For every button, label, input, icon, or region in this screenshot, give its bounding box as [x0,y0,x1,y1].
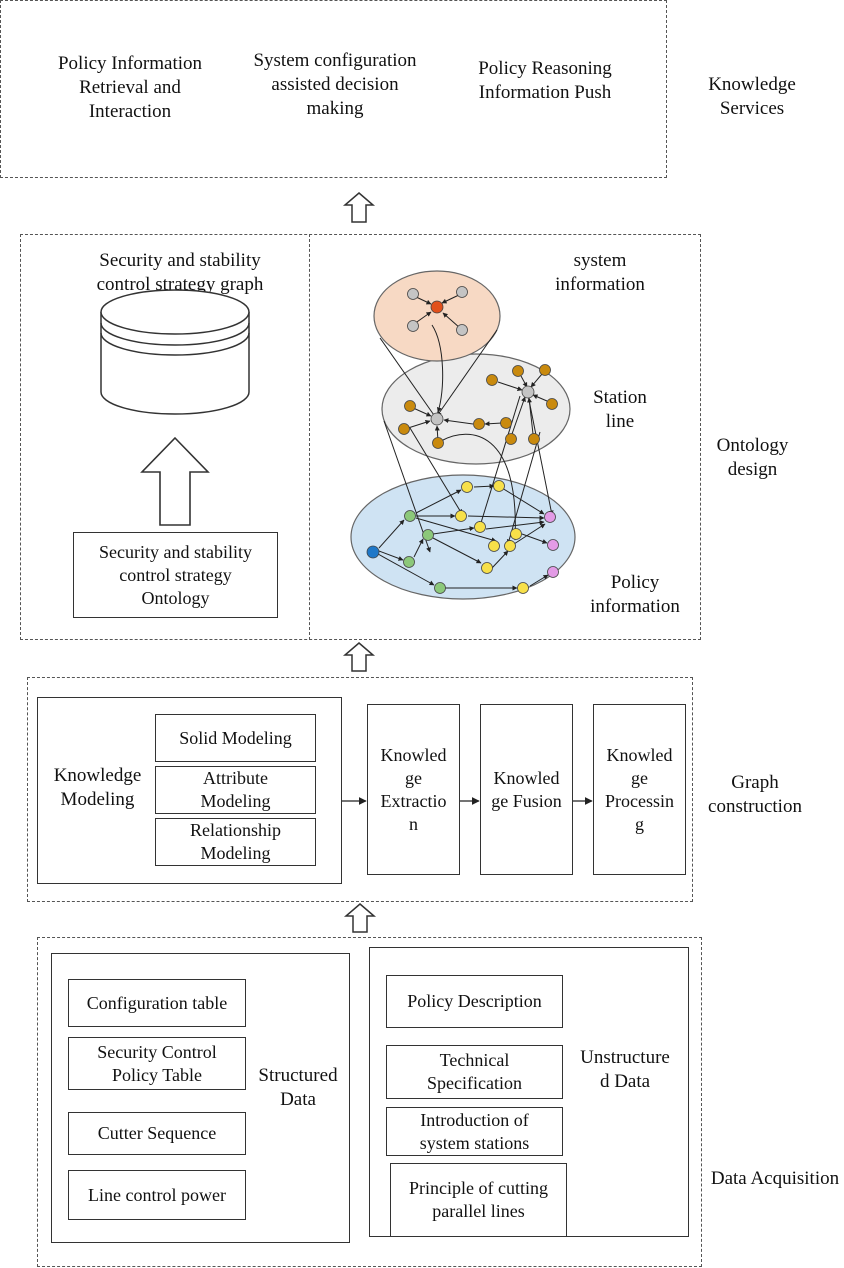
station-line-label: Station line [593,387,647,432]
service-item-policy-retrieval: Policy Information Retrieval and Interac… [57,53,203,122]
graph-title: Security and stability control strategy … [96,250,264,295]
ontology-design-label: Ontology design [716,435,789,480]
up-arrow-icon [343,903,377,933]
station-ellipse [381,353,571,465]
cutter-sequence-box: Cutter Sequence [68,1112,246,1155]
line-control-power-box: Line control power [68,1170,246,1220]
security-control-policy-table-box: Security Control Policy Table [68,1037,246,1090]
knowledge-services-layer [0,0,667,178]
up-arrow-icon [342,192,376,223]
ontology-divider [309,234,310,640]
graph-construction-label: Graph construction [708,772,802,817]
ontology-box: Security and stability control strategy … [73,532,278,618]
ontology-design-layer [20,234,701,640]
knowledge-fusion-box: Knowled ge Fusion [480,704,573,875]
service-item-config-decision: System configuration assisted decision m… [253,50,417,119]
big-up-arrow-icon [140,436,210,526]
system-ellipse [373,270,501,362]
up-arrow-icon [342,642,376,672]
attribute-modeling-box: Attribute Modeling [155,766,316,814]
data-acquisition-layer [37,937,702,1267]
system-information-label: system information [555,250,645,295]
database-icon [100,289,250,415]
knowledge-extraction-box: Knowled ge Extractio n [367,704,460,875]
solid-modeling-box: Solid Modeling [155,714,316,762]
policy-description-box: Policy Description [386,975,563,1028]
principle-cutting-parallel-lines-box: Principle of cutting parallel lines [390,1163,567,1237]
policy-ellipse [350,474,576,600]
graph-construction-layer [27,677,693,902]
unstructured-data-label: Unstructure d Data [580,1047,670,1092]
introduction-system-stations-box: Introduction of system stations [386,1107,563,1156]
policy-information-label: Policy information [590,572,680,617]
data-acquisition-label: Data Acquisition [710,1168,840,1189]
knowledge-services-label: Knowledge Services [708,74,796,119]
structured-data-label: Structured Data [258,1065,338,1110]
knowledge-processing-box: Knowled ge Processin g [593,704,686,875]
configuration-table-box: Configuration table [68,979,246,1027]
technical-specification-box: Technical Specification [386,1045,563,1099]
knowledge-modeling-label: Knowledge Modeling [53,765,142,810]
service-item-reasoning-push: Policy Reasoning Information Push [478,58,612,103]
relationship-modeling-box: Relationship Modeling [155,818,316,866]
layered-graph-illustration [350,270,576,600]
